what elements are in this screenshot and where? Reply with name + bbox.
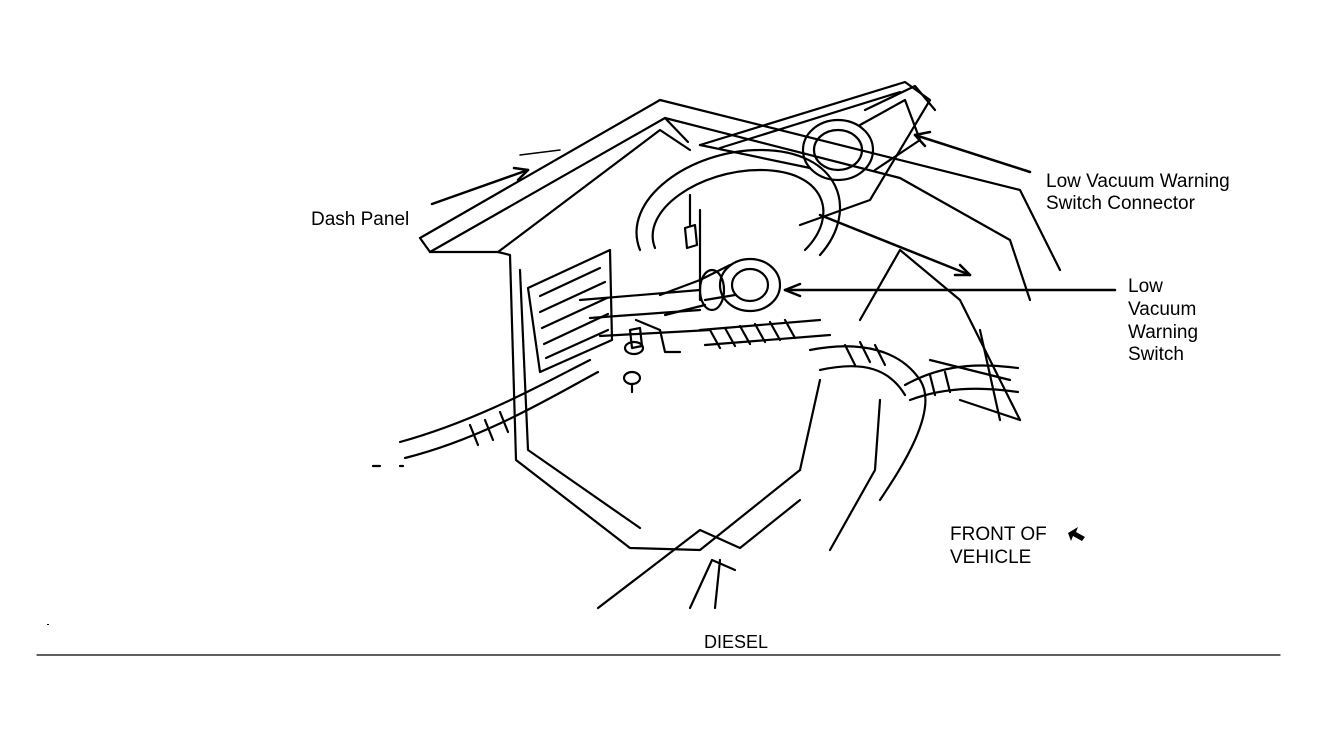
dash-panel-drawing bbox=[418, 98, 1062, 610]
vacuum-hose-drawing bbox=[635, 80, 932, 302]
label-front-of-vehicle-line2: VEHICLE bbox=[950, 547, 1032, 568]
label-switch-connector-line1: Low Vacuum Warning bbox=[1046, 171, 1230, 192]
arrow-up-left-icon bbox=[1068, 527, 1085, 541]
figure-caption: DIESEL bbox=[704, 632, 769, 652]
label-dash-panel: Dash Panel bbox=[311, 209, 410, 230]
label-vacuum-switch-line3: Warning bbox=[1128, 322, 1199, 343]
vacuum-switch-drawing bbox=[658, 257, 782, 317]
switch-connector-drawing bbox=[801, 84, 937, 182]
label-switch-connector-line2: Switch Connector bbox=[1046, 193, 1195, 214]
fastener-drawing bbox=[622, 223, 699, 394]
label-vacuum-switch-line4: Switch bbox=[1128, 344, 1184, 365]
pointer-lines bbox=[430, 130, 1117, 298]
label-front-of-vehicle-line1: FRONT OF bbox=[950, 524, 1047, 545]
scan-speck bbox=[47, 624, 49, 625]
label-vacuum-switch-line2: Vacuum bbox=[1128, 299, 1197, 320]
harness-drawing bbox=[371, 288, 1020, 502]
label-vacuum-switch-line1: Low bbox=[1128, 276, 1163, 297]
